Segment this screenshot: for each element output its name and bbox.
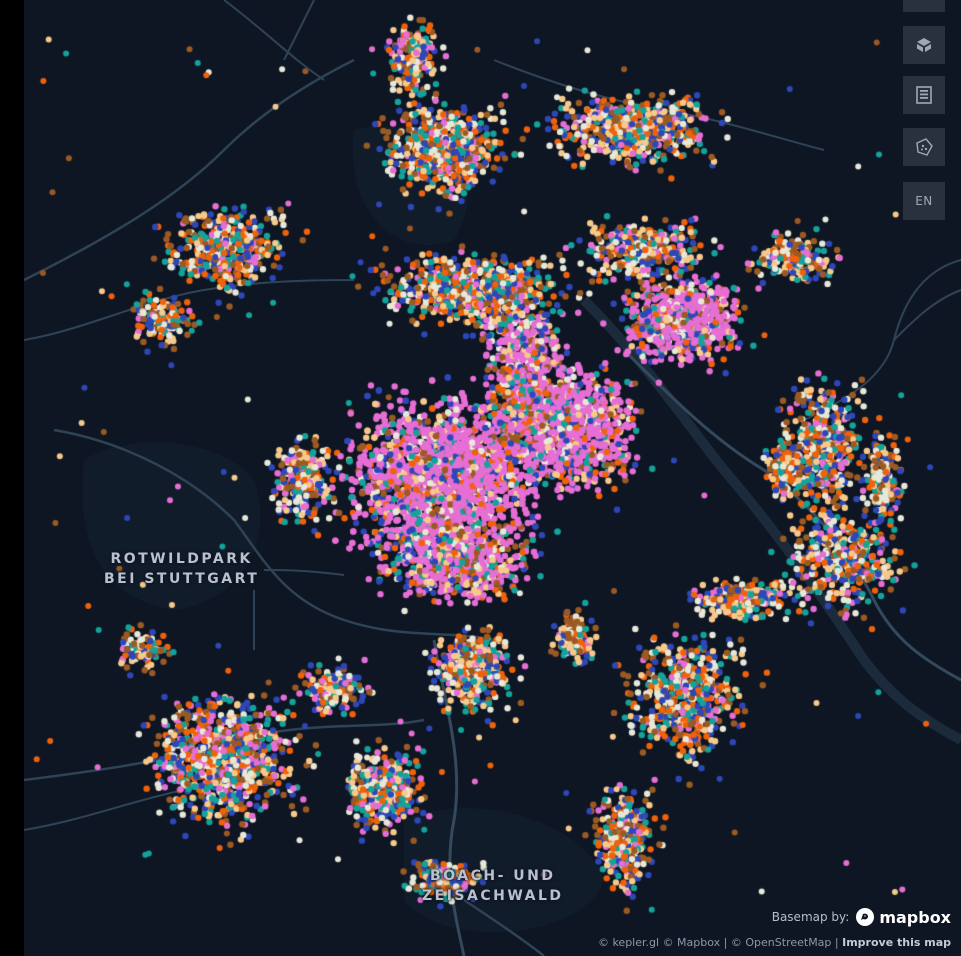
attribution-separator: | bbox=[834, 936, 839, 949]
mapbox-logo-icon bbox=[856, 908, 875, 926]
point-layer bbox=[24, 0, 961, 956]
mapbox-logo[interactable]: mapbox bbox=[855, 907, 951, 927]
basemap-credit: Basemap by: mapbox bbox=[772, 907, 951, 927]
attribution-mapbox-link[interactable]: © Mapbox bbox=[662, 936, 721, 949]
draw-polygon-button[interactable] bbox=[903, 128, 945, 166]
toolbar-top-partial-button[interactable] bbox=[903, 0, 945, 12]
basemap-label: Basemap by: bbox=[771, 910, 850, 924]
attribution-separator: | bbox=[723, 936, 728, 949]
legend-icon bbox=[916, 86, 932, 104]
improve-map-link[interactable]: Improve this map bbox=[842, 936, 951, 949]
map-canvas[interactable]: ROTWILDPARK BEI STUTTGART BOACH- UND ZEI… bbox=[24, 0, 961, 956]
attribution-osm-link[interactable]: © OpenStreetMap bbox=[730, 936, 832, 949]
place-label-rotwildpark: ROTWILDPARK BEI STUTTGART bbox=[104, 551, 260, 587]
attribution-kepler-link[interactable]: © kepler.gl bbox=[597, 936, 660, 949]
legend-button[interactable] bbox=[903, 76, 945, 114]
3d-view-icon bbox=[917, 38, 931, 52]
place-label-boach: BOACH- UND ZEISACHWALD bbox=[422, 868, 564, 904]
mapbox-logo-text: mapbox bbox=[879, 907, 951, 927]
language-label: EN bbox=[915, 194, 933, 208]
3d-view-button[interactable] bbox=[903, 26, 945, 64]
draw-polygon-icon bbox=[916, 138, 933, 156]
language-button[interactable]: EN bbox=[903, 182, 945, 220]
map-attribution: © kepler.gl © Mapbox | © OpenStreetMap |… bbox=[598, 936, 951, 949]
